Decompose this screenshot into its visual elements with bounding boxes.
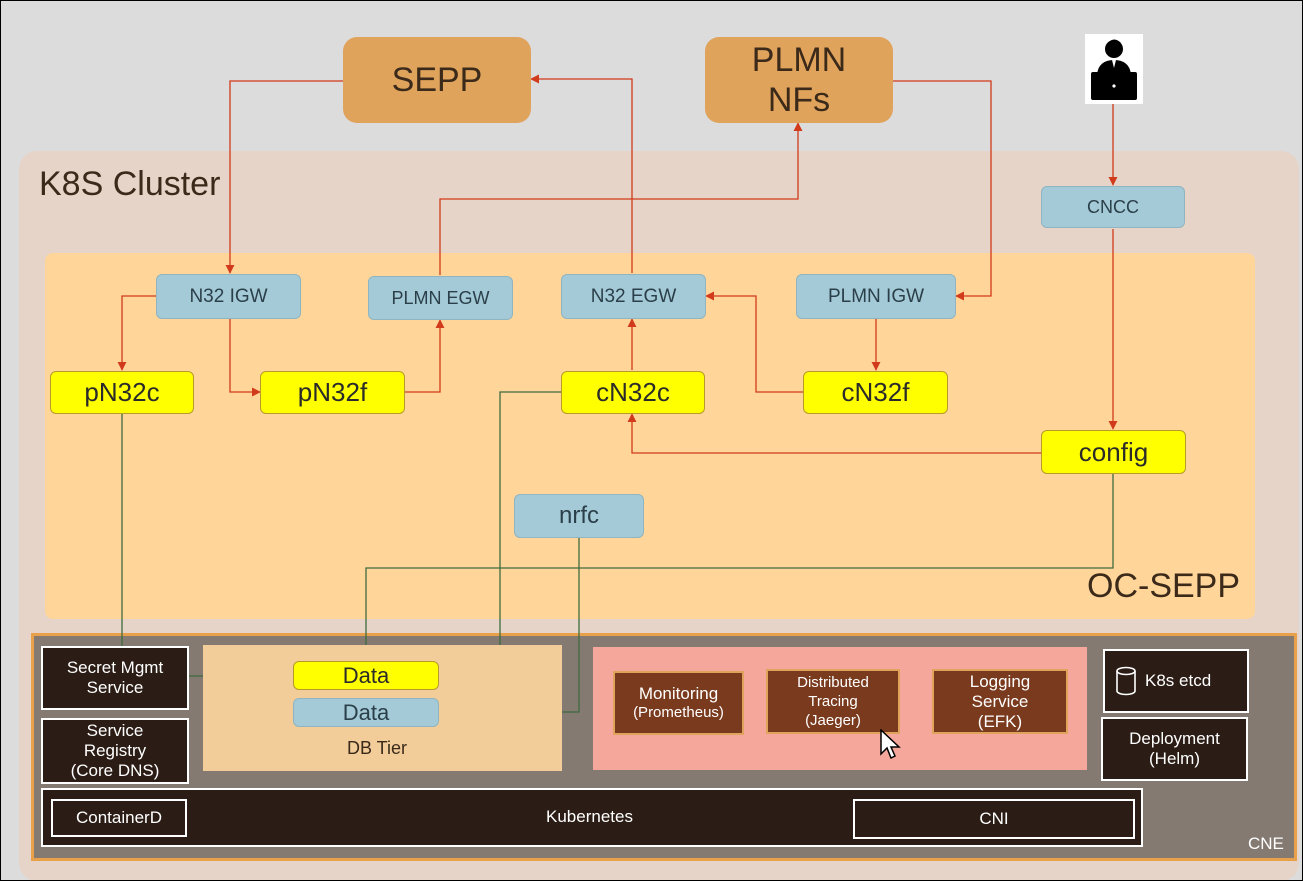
plmn-nfs-label-line1: PLMN xyxy=(751,41,847,79)
arrow-n32igw-to-pn32c xyxy=(117,295,156,371)
cni-label: CNI xyxy=(979,809,1009,828)
plmn-egw-box[interactable]: PLMN EGW xyxy=(368,276,513,320)
monitoring-box[interactable]: Monitoring (Prometheus) xyxy=(613,671,744,735)
k8s-cluster-label: K8S Cluster xyxy=(39,165,221,203)
service-registry-line1: Service xyxy=(86,721,144,740)
arrow-pn32f-to-plmnegw xyxy=(405,319,445,393)
cni-box[interactable]: CNI xyxy=(853,799,1135,839)
db-tier-label: DB Tier xyxy=(347,738,408,758)
plmn-egw-label: PLMN EGW xyxy=(391,287,490,308)
containerd-box[interactable]: ContainerD xyxy=(51,799,187,837)
deployment-line1: Deployment xyxy=(1129,729,1220,748)
arrow-cn32f-to-n32egw xyxy=(705,291,803,393)
cne-label: CNE xyxy=(1248,834,1284,853)
distributed-tracing-box[interactable]: Distributed Tracing (Jaeger) xyxy=(766,669,900,734)
logging-service-box[interactable]: Logging Service (EFK) xyxy=(932,669,1068,734)
plmn-nfs-label-line2: NFs xyxy=(767,81,831,119)
plmn-nfs-box[interactable]: PLMN NFs xyxy=(705,37,893,123)
pn32c-label: pN32c xyxy=(84,377,160,407)
k8s-etcd-box[interactable]: K8s etcd xyxy=(1103,649,1249,713)
plmn-igw-label: PLMN IGW xyxy=(827,285,925,307)
tracing-line3: (Jaeger) xyxy=(805,712,861,729)
secret-mgmt-service-box[interactable]: Secret Mgmt Service xyxy=(41,646,189,710)
data-2-label: Data xyxy=(342,699,390,725)
logging-line1: Logging xyxy=(969,671,1031,691)
nrfc-label: nrfc xyxy=(558,502,599,529)
service-registry-box[interactable]: Service Registry (Core DNS) xyxy=(41,718,189,784)
arrow-plmnegw-to-plmnnfs xyxy=(439,122,803,275)
service-registry-line2: Registry xyxy=(83,741,147,760)
kubernetes-label: Kubernetes xyxy=(546,807,633,826)
cn32c-label: cN32c xyxy=(596,377,670,407)
cn32c-box[interactable]: cN32c xyxy=(561,371,705,414)
secret-mgmt-line1: Secret Mgmt xyxy=(66,658,164,677)
config-box[interactable]: config xyxy=(1041,430,1186,474)
pn32f-box[interactable]: pN32f xyxy=(260,371,405,414)
n32-egw-box[interactable]: N32 EGW xyxy=(561,274,706,319)
mouse-cursor-icon xyxy=(879,728,901,761)
arrow-n32egw-to-sepp xyxy=(530,74,633,273)
n32-igw-label: N32 IGW xyxy=(189,285,268,307)
monitoring-line2: (Prometheus) xyxy=(633,704,724,721)
monitoring-line1: Monitoring xyxy=(638,684,719,703)
service-registry-line3: (Core DNS) xyxy=(70,761,160,780)
containerd-label: ContainerD xyxy=(76,808,162,827)
data-1-label: Data xyxy=(342,662,390,688)
arrow-sepp-to-n32igw xyxy=(225,80,343,274)
arrow-config-to-cn32c xyxy=(627,413,1041,454)
arrow-n32igw-to-pn32f xyxy=(229,319,261,397)
database-icon xyxy=(1116,666,1136,696)
logging-line2: Service xyxy=(971,691,1029,711)
n32-egw-label: N32 EGW xyxy=(590,285,677,307)
cncc-box[interactable]: CNCC xyxy=(1041,186,1185,228)
tracing-line1: Distributed xyxy=(797,674,869,691)
data-box-1[interactable]: Data xyxy=(293,661,439,690)
config-label: config xyxy=(1078,436,1149,467)
plmn-igw-box[interactable]: PLMN IGW xyxy=(796,274,956,319)
k8s-etcd-label: K8s etcd xyxy=(1145,671,1212,690)
deployment-line2: (Helm) xyxy=(1149,749,1200,768)
user-laptop-icon xyxy=(1085,34,1143,104)
pn32c-box[interactable]: pN32c xyxy=(50,371,194,414)
cn32f-label: cN32f xyxy=(841,377,910,407)
secret-mgmt-line2: Service xyxy=(86,678,144,697)
oc-sepp-label: OC-SEPP xyxy=(1087,567,1241,605)
tracing-line2: Tracing xyxy=(808,693,858,710)
cn32f-box[interactable]: cN32f xyxy=(803,371,948,414)
sepp-label: SEPP xyxy=(391,61,483,99)
sepp-box[interactable]: SEPP xyxy=(343,37,531,123)
arrow-plmnnfs-to-plmnigw xyxy=(892,80,992,301)
data-box-2[interactable]: Data xyxy=(293,698,439,727)
nrfc-box[interactable]: nrfc xyxy=(514,494,644,538)
pn32f-label: pN32f xyxy=(297,377,368,407)
arrow-config-to-data1 xyxy=(361,474,1114,662)
n32-igw-box[interactable]: N32 IGW xyxy=(156,274,301,319)
cncc-label: CNCC xyxy=(1087,196,1139,217)
deployment-helm-box[interactable]: Deployment (Helm) xyxy=(1101,717,1248,781)
logging-line3: (EFK) xyxy=(977,711,1023,731)
